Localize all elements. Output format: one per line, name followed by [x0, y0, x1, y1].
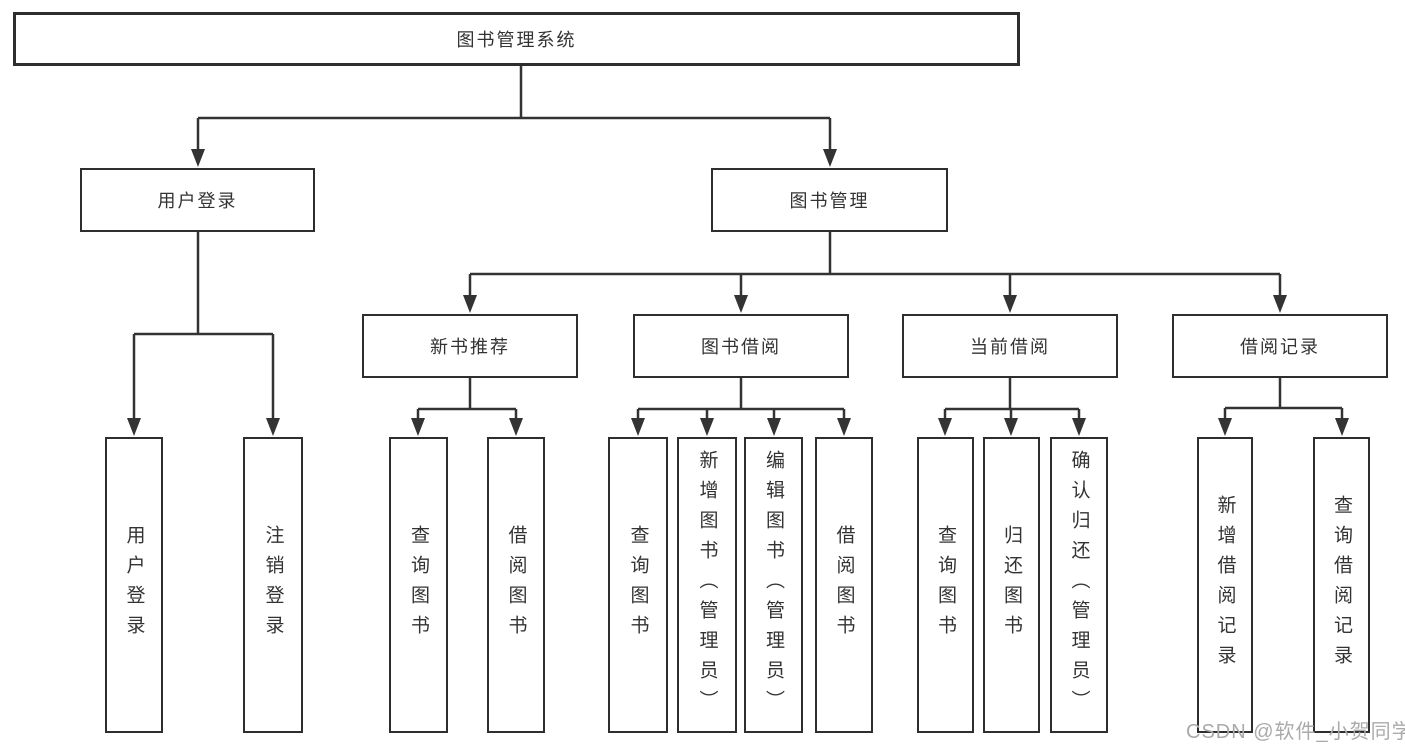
leaf-user-login: 用户登录	[105, 437, 163, 733]
node-new-book-recommendation: 新书推荐	[362, 314, 578, 378]
leaf-label: 用户登录	[123, 525, 145, 645]
leaf-cb-return-books: 归还图书	[983, 437, 1040, 733]
node-borrowing-records: 借阅记录	[1172, 314, 1388, 378]
leaf-logout: 注销登录	[243, 437, 303, 733]
leaf-label: 查询图书	[408, 525, 429, 645]
leaf-label: 归还图书	[1001, 525, 1022, 645]
leaf-label: 查询图书	[935, 525, 956, 645]
node-label: 图书管理	[789, 191, 870, 211]
node-label: 图书管理系统	[456, 30, 577, 50]
leaf-label: 新增图书（管理员）	[696, 450, 718, 720]
node-label: 图书借阅	[701, 337, 781, 357]
leaf-bb-add-book-admin: 新增图书（管理员）	[677, 437, 737, 733]
leaf-nbr-query-books: 查询图书	[389, 437, 448, 733]
leaf-nbr-borrow-books: 借阅图书	[487, 437, 545, 733]
leaf-label: 注销登录	[262, 525, 284, 645]
leaf-bb-edit-book-admin: 编辑图书（管理员）	[744, 437, 803, 733]
node-book-management: 图书管理	[711, 168, 948, 232]
arrowhead-icons	[127, 149, 1349, 436]
node-user-login: 用户登录	[80, 168, 315, 232]
leaf-label: 编辑图书（管理员）	[763, 450, 784, 720]
node-label: 当前借阅	[970, 337, 1050, 357]
leaf-label: 新增借阅记录	[1214, 495, 1236, 675]
leaf-label: 确认归还（管理员）	[1068, 450, 1090, 720]
watermark: CSDN @软件_小贺同学	[1186, 721, 1405, 743]
node-label: 新书推荐	[430, 337, 510, 357]
node-label: 借阅记录	[1240, 337, 1320, 357]
leaf-label: 借阅图书	[833, 525, 855, 645]
leaf-label: 查询借阅记录	[1331, 495, 1352, 675]
leaf-bb-borrow-books: 借阅图书	[815, 437, 873, 733]
node-book-borrowing: 图书借阅	[633, 314, 849, 378]
leaf-br-query-borrow-record: 查询借阅记录	[1313, 437, 1370, 733]
leaf-br-add-borrow-record: 新增借阅记录	[1197, 437, 1253, 733]
node-current-borrowing: 当前借阅	[902, 314, 1118, 378]
leaf-cb-confirm-return-admin: 确认归还（管理员）	[1050, 437, 1108, 733]
node-library-management-system: 图书管理系统	[13, 12, 1020, 66]
node-label: 用户登录	[157, 191, 238, 211]
leaf-label: 查询图书	[627, 525, 649, 645]
leaf-bb-query-books: 查询图书	[608, 437, 668, 733]
leaf-cb-query-books: 查询图书	[917, 437, 974, 733]
leaf-label: 借阅图书	[505, 525, 527, 645]
